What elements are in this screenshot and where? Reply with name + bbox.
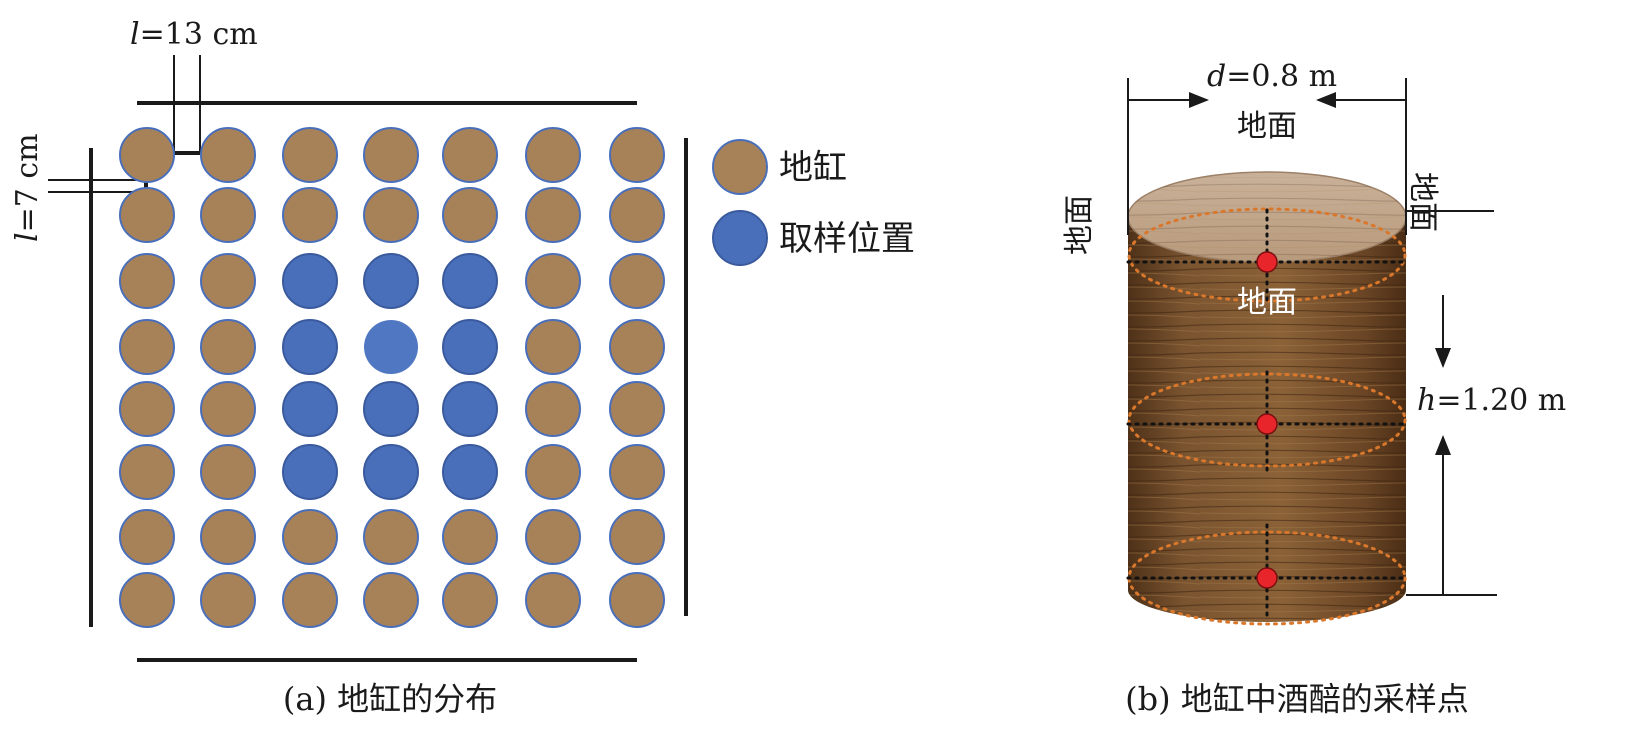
ground-cylinder [119, 444, 175, 500]
ground-cylinder [119, 319, 175, 375]
sampling-layer-middle [1127, 372, 1407, 468]
spacing-v-value: =7 cm [10, 133, 45, 232]
ground-cylinder [119, 187, 175, 243]
ground-cylinder [200, 572, 256, 628]
ground-cylinder [363, 127, 419, 183]
ground-cylinder [119, 127, 175, 183]
ground-right-label: 地面 [1405, 172, 1440, 232]
sample-cylinder [282, 381, 338, 437]
ground-cylinder [119, 572, 175, 628]
ground-cylinder [119, 253, 175, 309]
panel-a: l=13 cm l=7 cm 地缸 取样位置 (a) 地缸的分布 [10, 17, 915, 718]
ground-cylinder [525, 572, 581, 628]
ground-top-label: 地面 [1237, 109, 1297, 144]
sample-points [1256, 251, 1278, 589]
ground-cylinder [525, 253, 581, 309]
ground-cylinder [442, 509, 498, 565]
ground-cylinder [609, 381, 665, 437]
sample-cylinder [282, 319, 338, 375]
sample-point-top [1256, 251, 1278, 273]
spacing-v-indicator [48, 179, 148, 193]
caption-a: (a) 地缸的分布 [283, 680, 497, 718]
ground-cylinder [119, 509, 175, 565]
ground-cylinder [200, 187, 256, 243]
sample-cylinder [363, 444, 419, 500]
ground-cylinder [200, 509, 256, 565]
ground-cylinder [363, 509, 419, 565]
spacing-h-label: l=13 cm [130, 17, 258, 52]
spacing-h-value: =13 cm [140, 17, 258, 52]
sample-cylinder [442, 253, 498, 309]
sample-cylinder [442, 319, 498, 375]
diameter-dimension [1127, 78, 1407, 235]
ground-cylinder [525, 127, 581, 183]
height-var: h [1417, 383, 1436, 418]
ground-cylinder [363, 187, 419, 243]
ground-cylinder [200, 381, 256, 437]
panel-b: 地面 d=0.8 m 地面 地面 地面 h=1.20 m (b) 地缸中酒醅的采… [1062, 59, 1566, 718]
legend-marker-cylinder [712, 139, 768, 195]
sample-cylinder [364, 320, 418, 374]
ground-cylinder [200, 319, 256, 375]
sample-cylinder [442, 444, 498, 500]
ground-cylinder [525, 509, 581, 565]
caption-b: (b) 地缸中酒醅的采样点 [1125, 680, 1469, 718]
ground-cylinder [282, 572, 338, 628]
sample-point-bottom [1256, 567, 1278, 589]
ground-cylinder [200, 253, 256, 309]
legend-label-cylinder: 地缸 [779, 148, 847, 188]
ground-cylinder [609, 572, 665, 628]
spacing-v-var: l [10, 232, 45, 242]
spacing-h-var: l [130, 17, 140, 52]
ground-cylinder [525, 187, 581, 243]
diameter-var: d [1207, 59, 1226, 94]
ground-cylinder [525, 444, 581, 500]
ground-cylinder [119, 381, 175, 437]
legend: 地缸 取样位置 [712, 139, 915, 266]
sample-cylinder [282, 444, 338, 500]
ground-cylinder [282, 187, 338, 243]
sample-cylinder [363, 381, 419, 437]
sample-cylinder [442, 381, 498, 437]
diameter-value: =0.8 m [1226, 59, 1337, 94]
ground-cylinder [442, 187, 498, 243]
ground-cylinder [282, 509, 338, 565]
legend-label-sample: 取样位置 [779, 219, 915, 259]
cylinder-grid [119, 127, 665, 628]
ground-cylinder [442, 127, 498, 183]
ground-inner-label: 地面 [1237, 285, 1297, 320]
diameter-label: d=0.8 m [1207, 59, 1337, 94]
ground-cylinder [609, 444, 665, 500]
height-value: =1.20 m [1436, 383, 1566, 418]
sample-cylinder [282, 253, 338, 309]
spacing-h-indicator [173, 55, 201, 155]
ground-cylinder [363, 572, 419, 628]
ground-cylinder [609, 253, 665, 309]
ground-cylinder [609, 187, 665, 243]
ground-cylinder [609, 509, 665, 565]
ground-cylinder [525, 319, 581, 375]
ground-cylinder [200, 444, 256, 500]
ground-cylinder [525, 381, 581, 437]
spacing-v-label: l=7 cm [10, 133, 45, 242]
height-dimension [1406, 210, 1497, 596]
sample-point-middle [1256, 413, 1278, 435]
ground-left-label: 地面 [1062, 195, 1097, 255]
ground-cylinder [200, 127, 256, 183]
ground-cylinder [442, 572, 498, 628]
ground-cylinder [609, 127, 665, 183]
ground-cylinder [282, 127, 338, 183]
sample-cylinder [363, 253, 419, 309]
height-label: h=1.20 m [1417, 383, 1566, 418]
ground-cylinder [609, 319, 665, 375]
legend-marker-sample [712, 210, 768, 266]
